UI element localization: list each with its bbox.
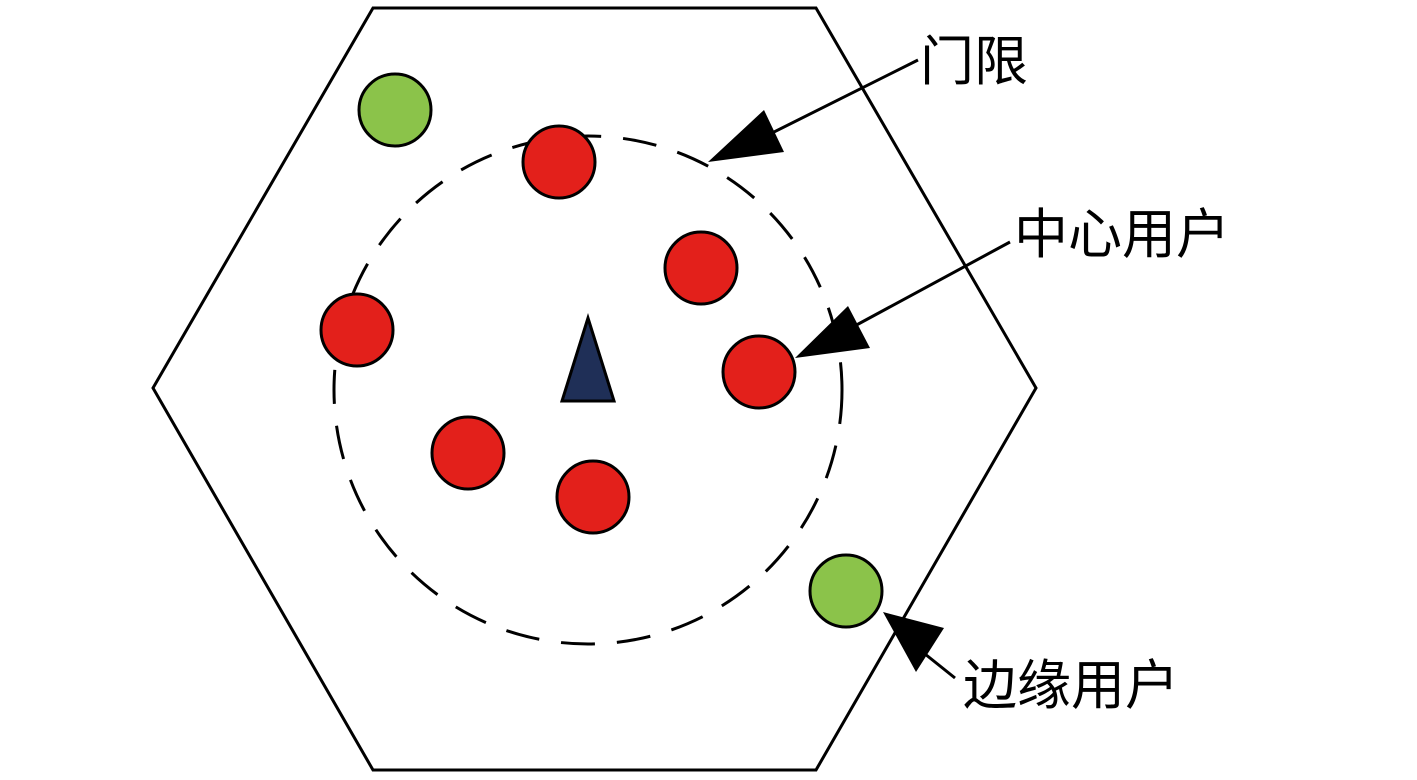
center-user-arrow: [795, 240, 1011, 358]
base-station-icon: [559, 312, 617, 403]
edge-user-arrow: [883, 612, 956, 680]
center-user: [430, 415, 506, 491]
center-user-label: 中心用户: [1014, 203, 1230, 266]
center-user: [319, 292, 395, 368]
threshold-label: 门限: [920, 30, 1028, 93]
center-users: [319, 124, 797, 535]
center-user: [663, 230, 739, 306]
threshold-circle: [332, 134, 844, 646]
threshold-arrow: [708, 58, 919, 162]
edge-user: [357, 72, 433, 148]
center-user: [555, 459, 631, 535]
center-user: [521, 124, 597, 200]
edge-users: [357, 72, 884, 629]
edge-user: [808, 553, 884, 629]
center-user: [721, 334, 797, 410]
edge-user-label: 边缘用户: [963, 654, 1179, 717]
cell-boundary-hexagon: [151, 6, 1038, 772]
